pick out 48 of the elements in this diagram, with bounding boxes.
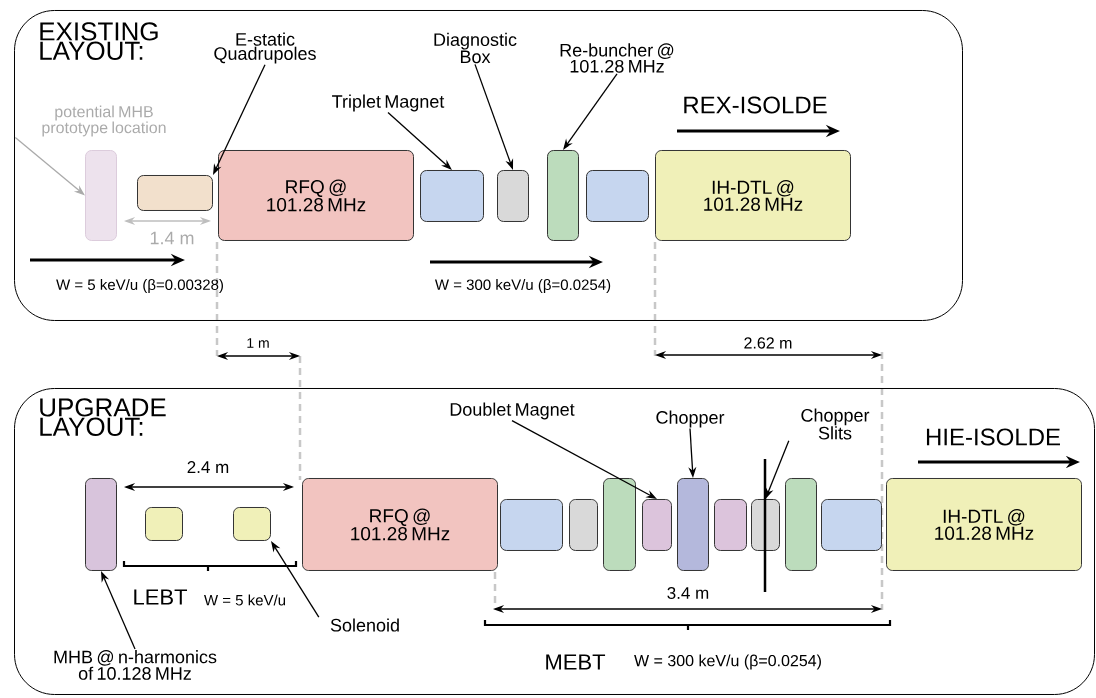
annotation-label: W = 300 keV/u (β=0.0254) [434, 279, 611, 293]
annotation-label: HIE-ISOLDE [926, 428, 1060, 446]
accelerator-box: IH-DTL @ 101.28 MHz [655, 150, 851, 241]
beamline-element [85, 150, 117, 241]
beamline-element [233, 507, 271, 541]
annotation-label: 2.62 m [744, 337, 792, 349]
accelerator-box: RFQ @ 101.28 MHz [302, 478, 498, 571]
beamline-element [642, 499, 672, 551]
beamline-element [145, 507, 183, 541]
callout-label: E-static Quadrupoles [214, 32, 316, 64]
annotation-label: W = 5 keV/u [204, 594, 286, 606]
annotation-label: 1.4 m [150, 231, 194, 245]
annotation-label: 1 m [247, 338, 269, 348]
callout-label: Triplet Magnet [332, 94, 445, 112]
callout-label: Re-buncher @ 101.28 MHz [560, 43, 674, 73]
beamline-element [821, 499, 882, 551]
leader-line [387, 111, 452, 170]
beamline-element [420, 170, 484, 222]
callout-label: MHB @ n-harmonics of 10.128 MHz [54, 650, 217, 680]
beamline-element [85, 478, 117, 571]
annotation-label: LEBT [134, 589, 187, 605]
beamline-element [569, 499, 598, 551]
annotation-label: MEBT [546, 654, 606, 670]
beamline-element [785, 478, 817, 571]
beamline-element [137, 175, 213, 211]
annotation-label: 3.4 m [667, 586, 709, 599]
accelerator-box: RFQ @ 101.28 MHz [218, 150, 414, 241]
annotation-label: 2.4 m [187, 461, 229, 473]
callout-label: potential MHB prototype location [42, 105, 166, 137]
callout-label: Chopper [656, 410, 725, 428]
callout-label: Doublet Magnet [450, 402, 575, 420]
callout-label: Diagnostic Box [434, 32, 517, 64]
accelerator-box: IH-DTL @ 101.28 MHz [886, 478, 1082, 571]
beamline-element [714, 499, 747, 551]
beamline-element [547, 150, 579, 241]
callout-label: Chopper Slits [801, 408, 870, 440]
beamline-element [603, 478, 636, 571]
leader-line [271, 541, 320, 618]
beamline-element [497, 170, 529, 222]
annotation-label: W = 5 keV/u (β=0.00328) [56, 279, 223, 293]
beamline-element [677, 478, 709, 571]
annotation-label: W = 300 keV/u (β=0.0254) [634, 654, 821, 670]
callout-label: Solenoid [330, 618, 399, 632]
annotation-label: REX-ISOLDE [684, 96, 827, 114]
leader-line [563, 73, 618, 150]
beamline-element [500, 499, 563, 551]
beamline-element [586, 170, 649, 222]
beamline-element [751, 499, 780, 551]
